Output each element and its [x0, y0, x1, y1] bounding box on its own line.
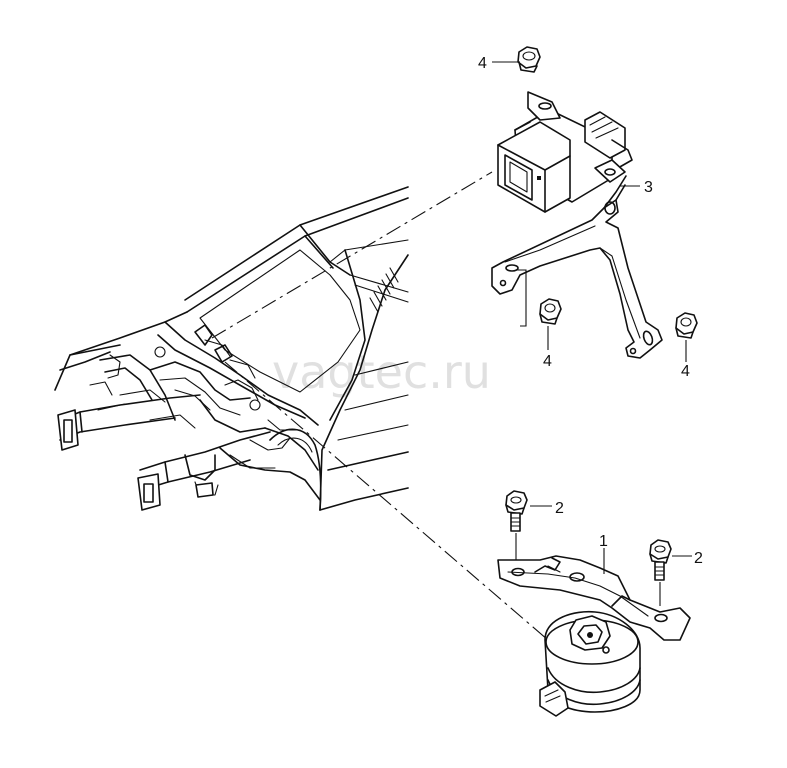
watermark-text: vagtec.ru: [272, 345, 491, 399]
callout-4-top: 4: [478, 55, 487, 72]
bolt-left: [505, 490, 552, 560]
callout-labels: 4 3 4 4 2 1 2: [478, 55, 703, 567]
bolt-right: [649, 539, 692, 606]
callout-4-right: 4: [681, 363, 690, 380]
nut-middle-leader: [516, 269, 527, 327]
nut-top: [492, 46, 541, 73]
nut-middle: [539, 298, 562, 350]
sensor-bracket-part-1: [497, 548, 691, 717]
callout-2-right: 2: [694, 550, 703, 567]
vehicle-front-structure: [54, 186, 409, 511]
locator-lines: [211, 171, 549, 641]
callout-4-middle: 4: [543, 353, 552, 370]
callout-3: 3: [644, 179, 653, 196]
callout-2-left: 2: [555, 500, 564, 517]
nut-right: [675, 312, 698, 362]
bracket-part-3: [491, 175, 663, 359]
control-unit: [497, 91, 633, 213]
callout-1: 1: [599, 533, 608, 550]
